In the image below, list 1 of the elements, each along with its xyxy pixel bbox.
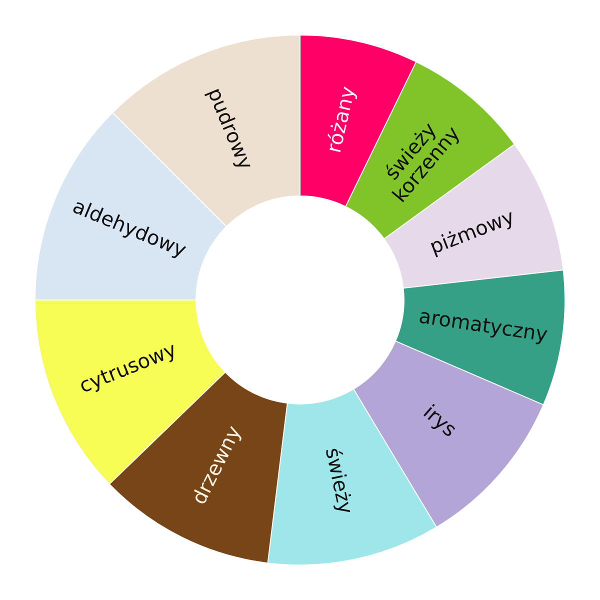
wheel-segment: aromatyczny <box>395 270 566 406</box>
